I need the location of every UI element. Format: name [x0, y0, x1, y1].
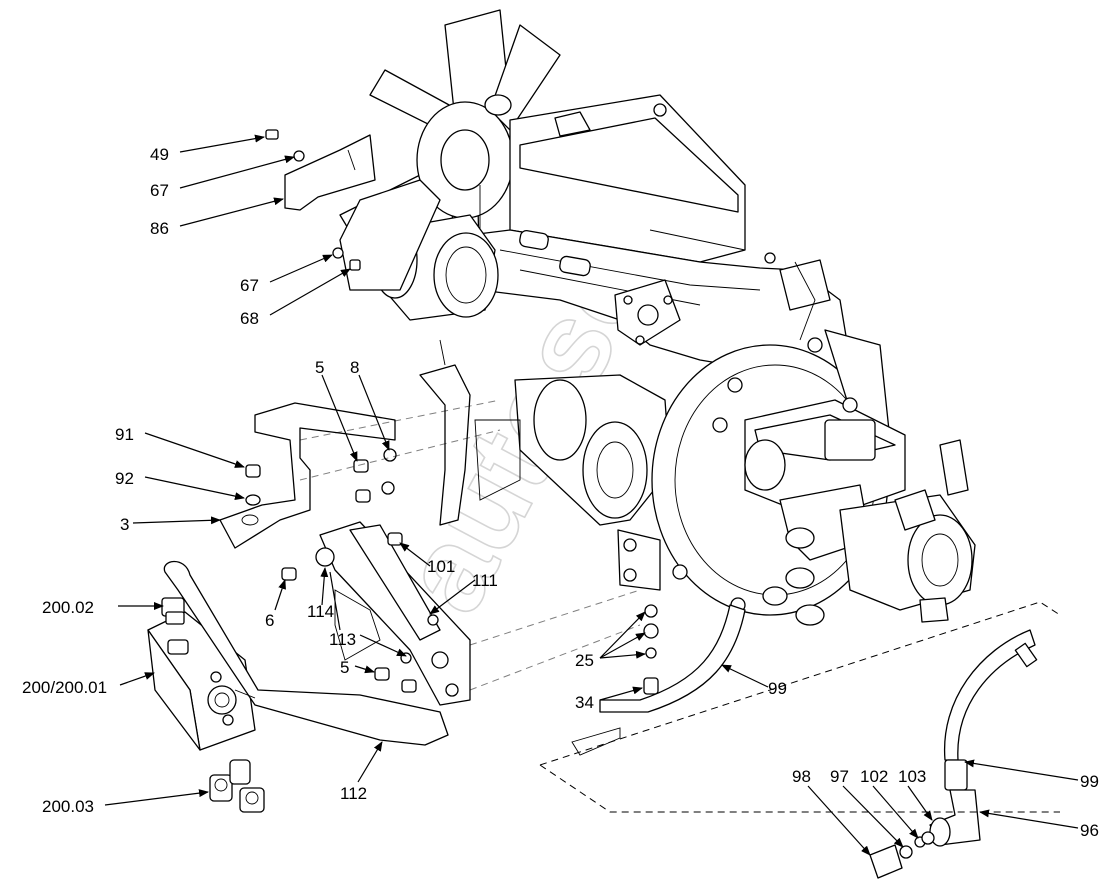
dashed-boundary [539, 601, 1061, 813]
fittings-200-03 [209, 759, 265, 813]
label-112: 112 [340, 784, 367, 803]
hydraulic-pump [744, 397, 976, 626]
engine-block [469, 229, 851, 381]
label-6: 6 [265, 611, 274, 630]
label-67-lower: 67 [240, 276, 259, 295]
label-5-upper: 5 [315, 358, 324, 377]
label-98: 98 [792, 767, 811, 786]
label-25: 25 [575, 651, 594, 670]
part-labels: 49 67 86 67 68 5 8 91 92 3 101 111 6 114… [22, 145, 1099, 840]
label-92: 92 [115, 469, 134, 488]
label-113: 113 [329, 630, 356, 649]
assembly-lines [299, 399, 641, 691]
bracket-upper [339, 179, 441, 291]
label-96: 96 [1080, 821, 1099, 840]
label-67-upper: 67 [150, 181, 169, 200]
label-111: 111 [472, 571, 498, 590]
label-200-200-01: 200/200.01 [22, 678, 107, 697]
label-200-03: 200.03 [42, 797, 94, 816]
label-5-lower: 5 [340, 658, 349, 677]
label-200-02: 200.02 [42, 598, 94, 617]
label-34: 34 [575, 693, 594, 712]
label-103: 103 [898, 767, 926, 786]
mount-plate-111 [315, 521, 471, 706]
label-99-lower: 99 [1080, 772, 1099, 791]
vertical-bracket [419, 339, 471, 526]
hose-99-lower [943, 629, 1038, 791]
label-86: 86 [150, 219, 169, 238]
engine-assembly [339, 9, 976, 626]
cylinder-head [479, 94, 776, 264]
pipe-112 [163, 560, 449, 746]
label-91: 91 [115, 425, 134, 444]
label-97: 97 [830, 767, 849, 786]
valve-block-200 [147, 611, 256, 751]
label-3: 3 [120, 515, 129, 534]
label-49: 49 [150, 145, 169, 164]
label-8: 8 [350, 358, 359, 377]
starter-motor [474, 374, 671, 526]
support-bracket-3 [219, 402, 396, 549]
label-68: 68 [240, 309, 259, 328]
hose-99-upper [599, 604, 746, 713]
bracket-86 [284, 134, 376, 211]
fittings-98-103 [869, 831, 935, 879]
leader-lines [104, 134, 1079, 856]
label-99-upper: 99 [768, 679, 787, 698]
label-114: 114 [307, 602, 334, 621]
elbow-96 [929, 789, 981, 847]
label-102: 102 [860, 767, 888, 786]
hardware [245, 129, 659, 723]
label-101: 101 [427, 557, 455, 576]
fitting-200-02 [161, 597, 185, 625]
